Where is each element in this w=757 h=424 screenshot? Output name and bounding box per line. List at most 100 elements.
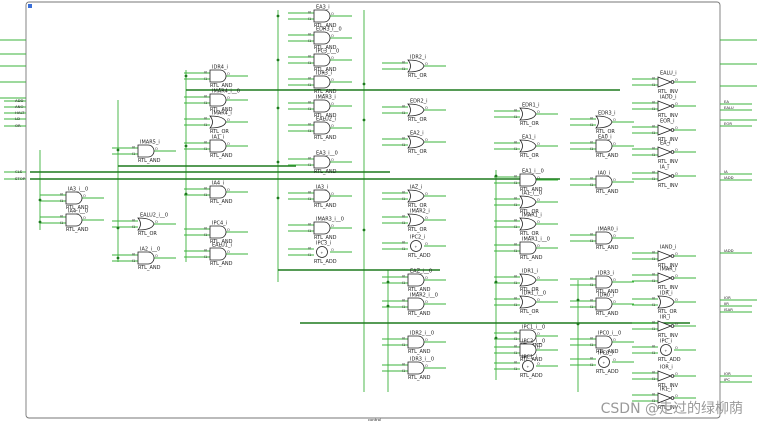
gate-instance-label: EA1_i__0 xyxy=(522,169,544,175)
pin-label: I0 xyxy=(652,125,656,129)
pin-label: I1 xyxy=(652,303,655,307)
gate-type-label: RTL_INV xyxy=(658,263,679,269)
pin-label: I1 xyxy=(402,369,405,373)
gate-instance-label: EA3_i xyxy=(316,5,330,11)
or-gate-symbol xyxy=(407,135,425,149)
and-gate-symbol xyxy=(595,231,613,245)
gate-type-label: RTL_AND xyxy=(210,239,233,245)
pin-label: I0 xyxy=(590,337,594,341)
right-port-label: IPC xyxy=(724,377,730,382)
gate-type-label: RTL_ADD xyxy=(596,369,619,375)
or-gate-symbol xyxy=(519,295,537,309)
pin-label: I0 xyxy=(590,141,594,145)
and-gate-symbol xyxy=(407,361,425,375)
pin-label: I1 xyxy=(590,123,593,127)
adder-symbol xyxy=(316,246,328,258)
gate-instance-label: IMAR5_i xyxy=(140,140,160,146)
gate-instance-label: EA3_i__0 xyxy=(316,151,338,157)
junction-dot xyxy=(494,174,498,178)
junction-dot xyxy=(276,106,280,110)
module-frame[interactable] xyxy=(25,1,721,419)
pin-label: O xyxy=(675,346,678,350)
gate-instance-label: IMAR1_i xyxy=(522,213,542,219)
pin-label: O xyxy=(155,220,158,224)
gate-instance-label: IA_i xyxy=(660,165,669,171)
pin-label: I0 xyxy=(652,101,656,105)
adder-plus-icon: + xyxy=(526,365,529,369)
pin-label: O xyxy=(331,12,334,16)
pin-label: I1 xyxy=(308,83,311,87)
and-gate-symbol xyxy=(313,189,331,203)
pin-label: I0 xyxy=(652,147,656,151)
gate-type-label: RTL_INV xyxy=(658,159,679,165)
pin-label: O xyxy=(425,106,428,110)
collapse-icon[interactable] xyxy=(28,4,32,8)
pin-label: O xyxy=(331,248,334,252)
pin-label: I1 xyxy=(308,107,311,111)
pin-label: I0 xyxy=(402,137,406,141)
